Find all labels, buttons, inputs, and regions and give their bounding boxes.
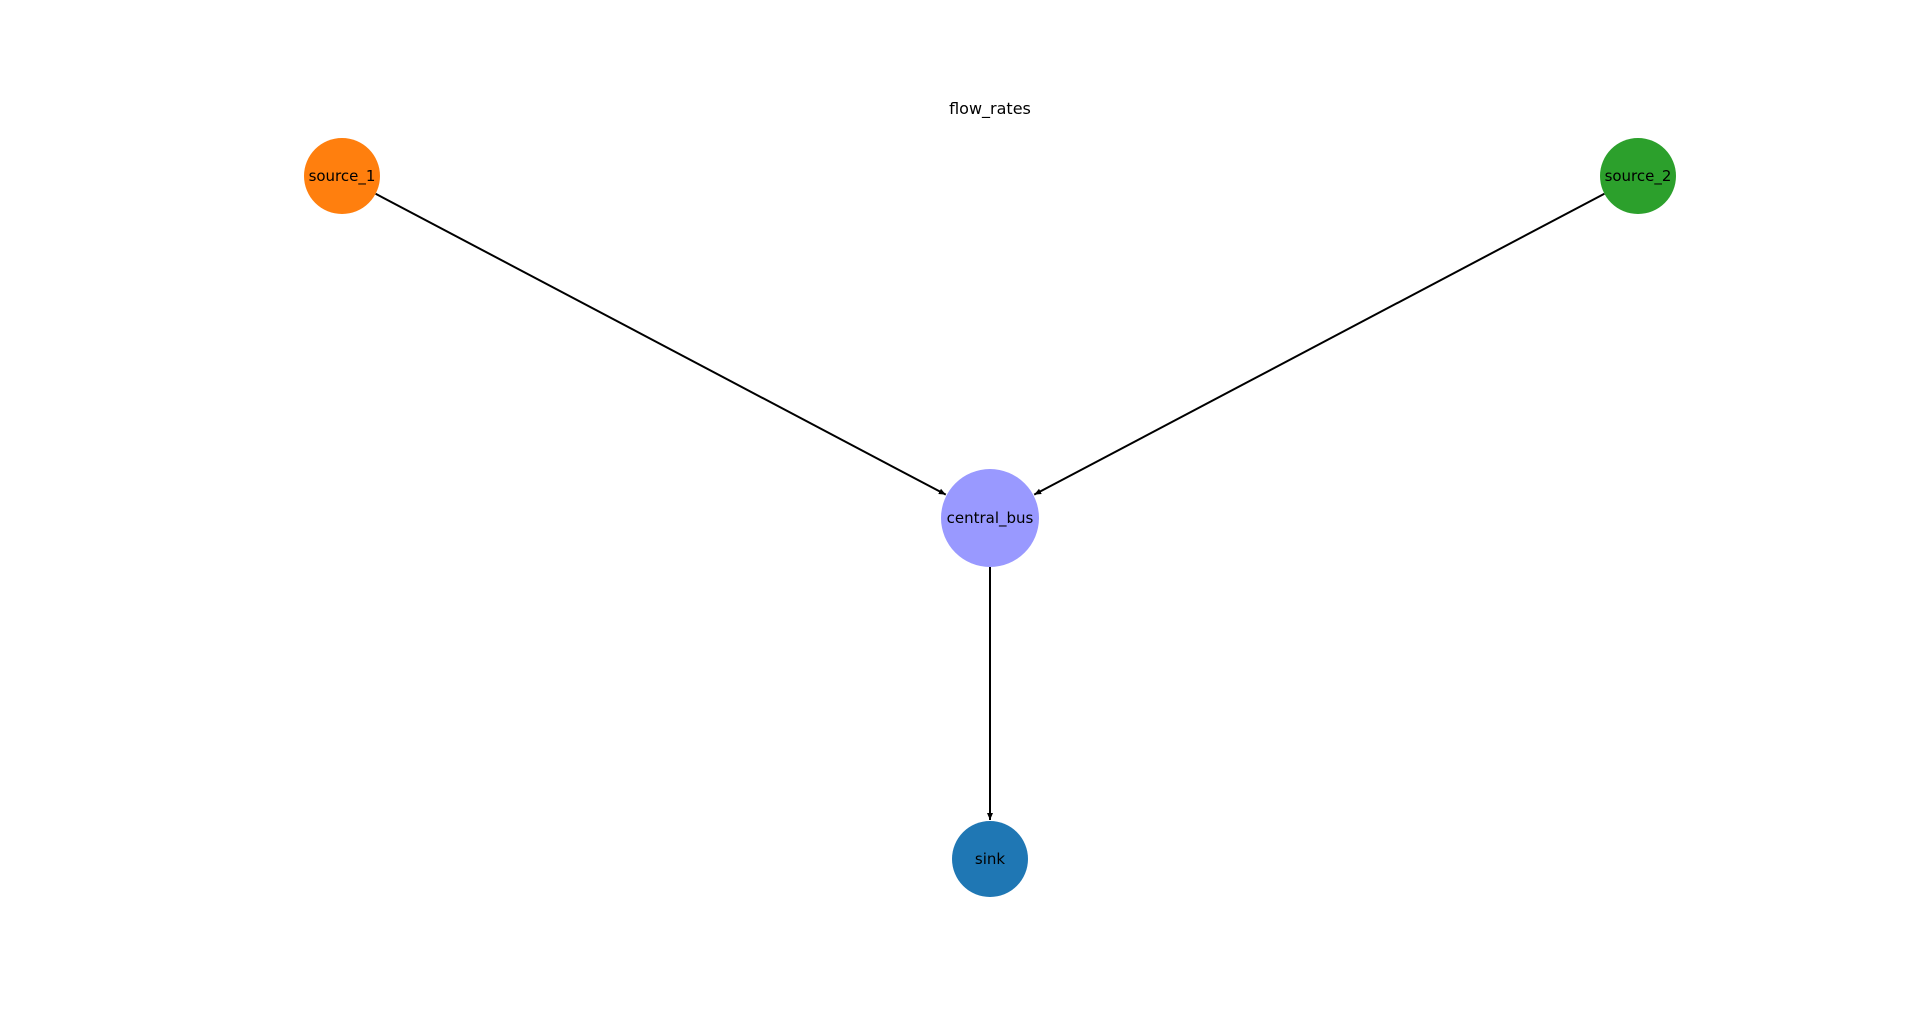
node-source-1: source_1 xyxy=(304,138,380,214)
node-source-1-circle xyxy=(304,138,380,214)
node-sink: sink xyxy=(952,821,1028,897)
edge-source1-to-central-bus xyxy=(375,192,947,496)
node-source-2: source_2 xyxy=(1600,138,1676,214)
node-source-1-label: source_1 xyxy=(309,167,376,186)
edges-layer xyxy=(375,192,1605,820)
node-source-2-label: source_2 xyxy=(1605,167,1672,186)
node-central-bus: central_bus xyxy=(941,469,1039,567)
diagram-title: flow_rates xyxy=(949,99,1031,119)
node-source-2-circle xyxy=(1600,138,1676,214)
node-sink-circle xyxy=(952,821,1028,897)
nodes-layer: source_1 source_2 central_bus sink xyxy=(304,138,1676,897)
node-sink-label: sink xyxy=(975,850,1005,868)
node-central-bus-label: central_bus xyxy=(947,509,1034,528)
node-central-bus-circle xyxy=(941,469,1039,567)
edge-source2-to-central-bus xyxy=(1033,192,1605,496)
